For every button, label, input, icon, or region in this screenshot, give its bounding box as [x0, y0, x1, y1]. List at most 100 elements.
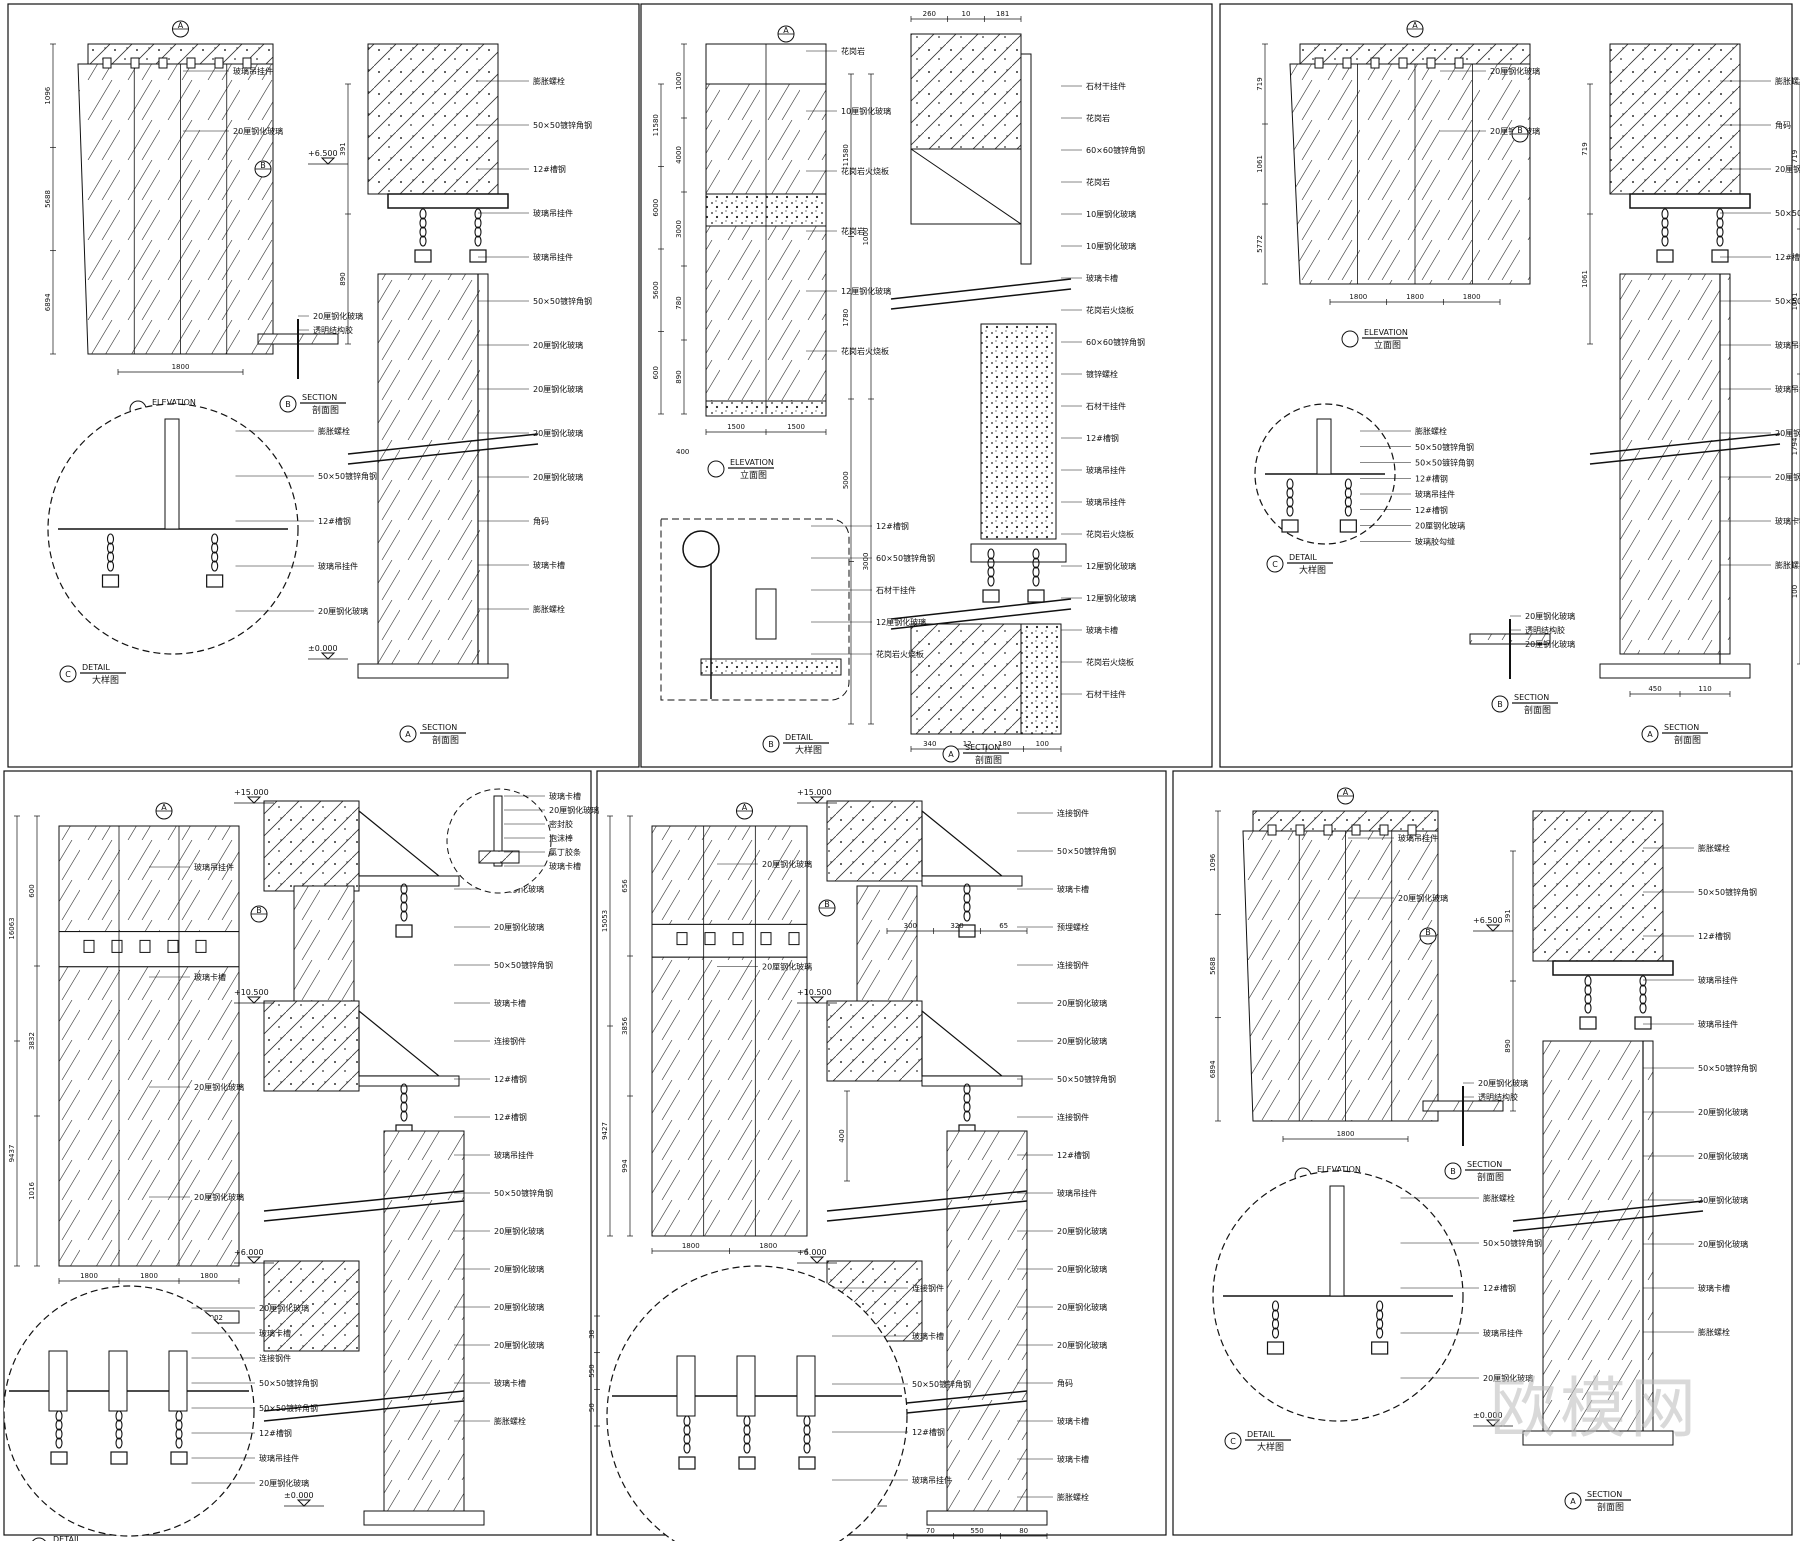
p2-detail-label: 花岗岩火烧板 — [876, 649, 924, 659]
sec-break — [826, 1200, 1028, 1222]
p5-sec-label: 膨胀螺栓 — [1057, 1492, 1089, 1502]
sec-hanger-2-chain-link — [963, 1092, 971, 1104]
detail-hanger-3-chain-link — [803, 1424, 811, 1436]
elevation-title-title-en: ELEVATION — [152, 398, 196, 407]
section-channel — [1629, 193, 1751, 209]
p2-elev-label: 10厘钢化玻璃 — [841, 106, 891, 116]
detail-hanger-1-chain-link — [55, 1428, 63, 1440]
detail-hanger-1-chain-link — [55, 1437, 63, 1449]
elevation-label: 20厘钢化玻璃 — [1490, 66, 1540, 76]
elev-hdim-dimtext: 1800 — [759, 1242, 777, 1250]
panel-frame-5 — [596, 770, 1167, 1536]
elev-vdim2-dimtext: 16063 — [8, 917, 16, 939]
marker-letter: A — [1343, 788, 1349, 797]
detail-hanger-1-chain-link — [106, 560, 115, 572]
detail-hanger-2-chain-link — [115, 1410, 123, 1422]
p2-elev-label: 花岗岩火烧板 — [841, 346, 889, 356]
detail-hanger-3-chain-link — [175, 1437, 183, 1449]
detail-title-title-cn: 大样图 — [1257, 1441, 1284, 1453]
detail-label: 20厘钢化玻璃 — [1415, 521, 1465, 531]
sec-glass-upper — [293, 885, 355, 1002]
section-hanger-1-chain-link — [1661, 208, 1669, 220]
detail-hanger-2-clamp — [110, 1451, 128, 1465]
sec-channel-1 — [921, 875, 1023, 887]
elevation-vdim-dimtext: 6894 — [44, 293, 52, 311]
section-hanger-2-chain-link — [1716, 208, 1724, 220]
p2-detail-title-title-en: DETAIL — [785, 733, 813, 742]
detail-hanger-1-chain-link — [55, 1419, 63, 1431]
section-hanger-1-chain-link — [1584, 984, 1592, 996]
sec-hanger-2-chain-link — [400, 1101, 408, 1113]
p5-sec-label: 20厘钢化玻璃 — [1057, 1226, 1107, 1236]
marker-letter: A — [1412, 21, 1418, 30]
elevation-vdim-dimtext: 1061 — [1256, 155, 1264, 173]
sec-vdim-dimtext: 400 — [838, 1129, 846, 1142]
section-label: 玻璃吊挂件 — [533, 208, 573, 218]
detail-hanger-1-clamp — [1266, 1341, 1285, 1355]
detail-hanger-3-clamp — [170, 1451, 188, 1465]
p4-elev-label: 20厘钢化玻璃 — [194, 1192, 244, 1202]
detail-hanger-1-chain-link — [683, 1415, 691, 1427]
sec-level-text: +15.000 — [797, 788, 832, 797]
p2-sec-topdim-dimtext: 260 — [923, 10, 936, 18]
section-hanger-2-clamp — [469, 249, 487, 263]
p2-sec-label: 玻璃卡槽 — [1086, 625, 1118, 635]
section-label: 20厘钢化玻璃 — [1698, 1151, 1748, 1161]
elev-vdim-dimtext: 600 — [28, 884, 36, 897]
p2-sec-cladding-mid — [980, 323, 1057, 540]
section-break — [1512, 1210, 1704, 1232]
detail-label: 12#槽钢 — [1415, 473, 1448, 483]
section-hanger-1-chain-link — [1661, 217, 1669, 229]
p2-elev-vdim2-dimtext: 600 — [652, 366, 660, 379]
elev-hanger — [676, 932, 688, 946]
p4-det2-label: 20厘钢化玻璃 — [549, 805, 599, 815]
elev-vdim-dimtext: 994 — [621, 1159, 629, 1173]
section-level-triangle — [1485, 924, 1501, 932]
elev-upper-glass — [651, 825, 808, 925]
sec-glass-lower — [383, 1130, 465, 1512]
p4-sec-label: 50×50镀锌角钢 — [494, 960, 553, 970]
p2-sec-vdim2-dimtext: 1780 — [842, 309, 850, 327]
panel-frame-6 — [1172, 770, 1793, 1536]
detail-title-title-cn: 大样图 — [92, 674, 119, 686]
section-hanger-1-chain-link — [419, 208, 427, 220]
p2-elev-vdim-dimtext: 4000 — [675, 146, 683, 164]
p2-sec-hanger-1-clamp — [982, 589, 1000, 603]
p2-detail-title-circle — [762, 735, 780, 753]
p2-sec-2-break — [890, 598, 1072, 620]
section-hanger-2-chain-link — [1639, 984, 1647, 996]
p2-sec-title-title-en: SECTION — [965, 743, 1000, 752]
section-break — [1589, 443, 1781, 465]
section-title-title-en: SECTION — [1587, 1490, 1622, 1499]
panel-p3: 7191061577218001800180020厘钢化玻璃20厘钢化玻璃ELE… — [1254, 20, 1800, 746]
detail-label: 玻璃胶勾缝 — [1415, 536, 1455, 546]
section-hanger-1-chain-link — [1661, 235, 1669, 247]
section-vdim-r-dimtext: 1061 — [1791, 293, 1799, 311]
section-level-triangle — [320, 157, 336, 165]
panel-p6: 1096568868941800玻璃吊挂件20厘钢化玻璃ELEVATION立面图… — [1209, 787, 1757, 1513]
p4-detail-label: 连接钢件 — [259, 1353, 291, 1363]
detail-hanger-2-chain-link — [115, 1428, 123, 1440]
p4-det2-label: 密封胶 — [549, 819, 573, 829]
p4-sec-label: 20厘钢化玻璃 — [494, 922, 544, 932]
p2-sec-hanger-1-chain-link — [987, 548, 995, 560]
det2-glass — [493, 795, 503, 867]
p2-elev-vdim-dimtext: 780 — [675, 296, 683, 309]
detail-label: 玻璃吊挂件 — [318, 561, 358, 571]
section-vdim-dimtext: 890 — [1504, 1039, 1512, 1052]
p2-sec-base-cladding — [1020, 623, 1062, 735]
p2-sec-label: 玻璃卡槽 — [1086, 273, 1118, 283]
elev-hanger — [167, 939, 179, 953]
elevation-title-title-cn: 立面图 — [1374, 339, 1401, 351]
elevation-glass — [77, 63, 274, 355]
p5-elev-label: 20厘钢化玻璃 — [762, 859, 812, 869]
sec-level-text: +15.000 — [234, 788, 269, 797]
elevation-hanger — [242, 57, 252, 69]
detail-hanger-2-chain-link — [1344, 496, 1352, 508]
detail-hanger-1-clamp — [1281, 519, 1299, 533]
p2-sec-title-circle — [942, 745, 960, 763]
detail-hanger-1-chain-link — [106, 533, 115, 545]
sec-hanger-2-chain-link — [963, 1083, 971, 1095]
marker-letter: B — [824, 900, 830, 909]
